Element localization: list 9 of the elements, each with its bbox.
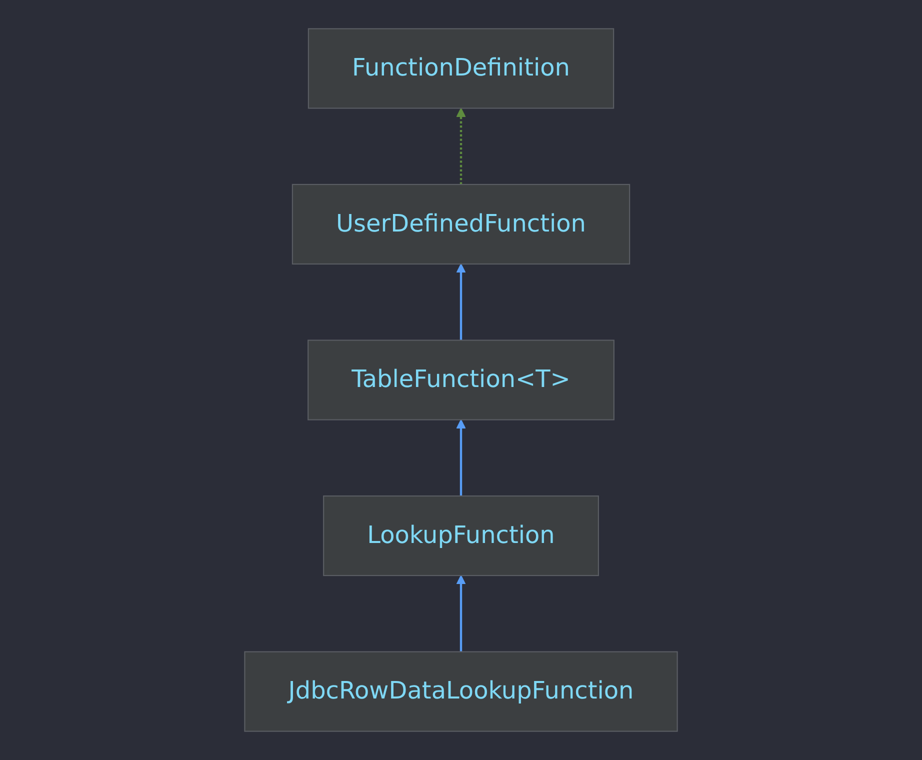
arrow xyxy=(456,575,466,652)
arrow xyxy=(456,264,466,340)
arrow xyxy=(456,419,466,496)
node-box: LookupFunction xyxy=(323,495,599,576)
arrow xyxy=(456,108,466,184)
node-box: TableFunction<T> xyxy=(308,340,614,420)
node-box: JdbcRowDataLookupFunction xyxy=(244,651,678,732)
node-box: FunctionDefinition xyxy=(308,28,614,109)
node-box: UserDefinedFunction xyxy=(292,184,630,265)
